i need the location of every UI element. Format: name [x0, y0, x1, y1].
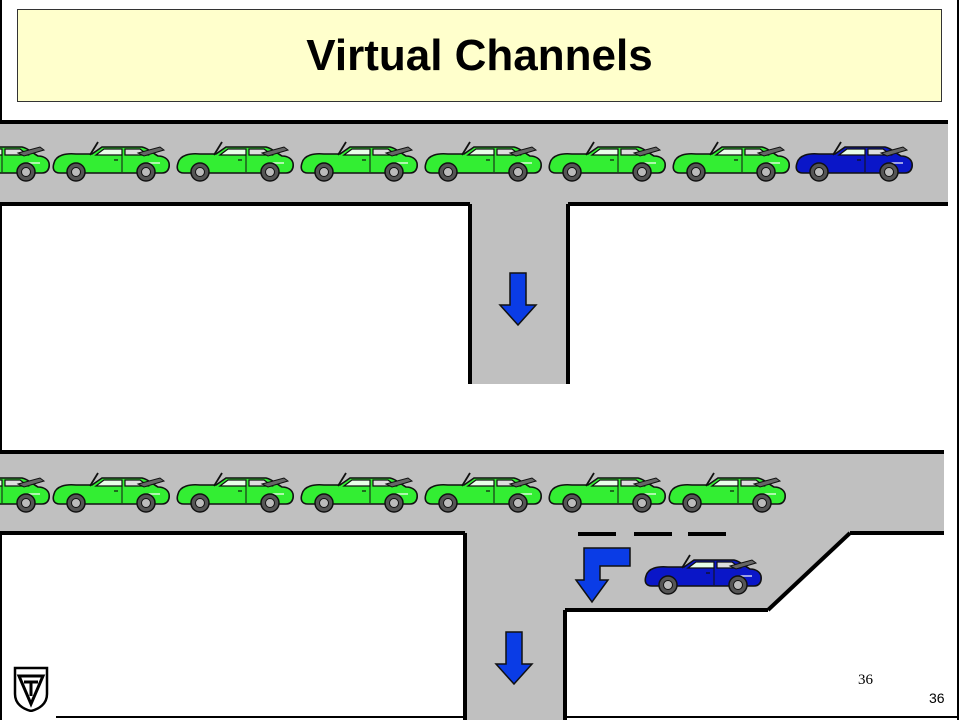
title-box: Virtual Channels — [17, 9, 942, 102]
bottom-road — [0, 450, 944, 720]
top-road — [0, 120, 948, 384]
arrow-turn-down-left-icon — [574, 547, 631, 604]
slide-border-left — [0, 0, 2, 720]
slide-title: Virtual Channels — [306, 30, 653, 80]
slide-page-number: 36 — [858, 672, 873, 688]
footer-page-number: 36 — [929, 690, 945, 706]
slide-border-right — [957, 0, 959, 720]
technion-logo-icon — [13, 666, 49, 712]
